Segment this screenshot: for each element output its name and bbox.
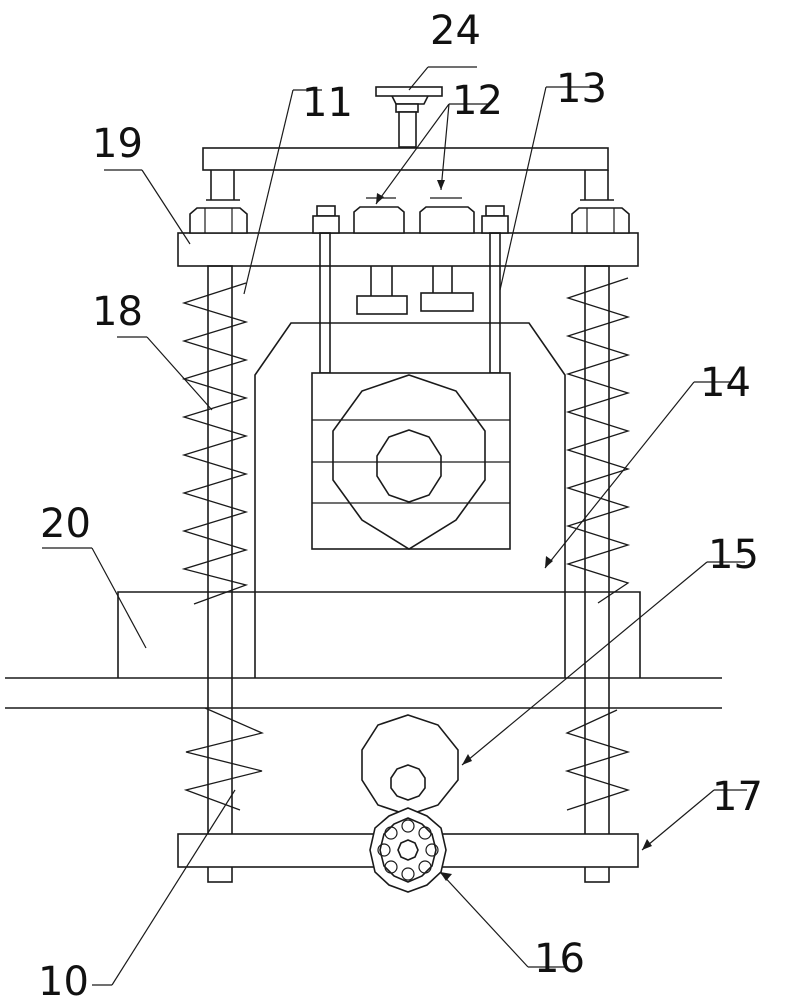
label-20: 20 bbox=[40, 501, 91, 547]
top-posts bbox=[206, 170, 614, 201]
top-plate-nuts bbox=[189, 197, 630, 234]
base-block bbox=[117, 591, 641, 678]
label-18: 18 bbox=[92, 289, 143, 335]
springs bbox=[181, 277, 631, 811]
label-15: 15 bbox=[708, 532, 759, 578]
guide-rods bbox=[207, 265, 610, 883]
label-13: 13 bbox=[556, 66, 607, 112]
label-11: 11 bbox=[302, 80, 353, 126]
adjusting-screws bbox=[356, 266, 474, 315]
label-14: 14 bbox=[700, 360, 751, 406]
main-frame bbox=[254, 322, 566, 678]
roller-15 bbox=[361, 714, 459, 816]
handle-assembly bbox=[375, 86, 443, 148]
leader-lines bbox=[42, 66, 747, 986]
arrowheads bbox=[376, 180, 652, 881]
top-plate bbox=[177, 232, 639, 267]
label-19: 19 bbox=[92, 121, 143, 167]
rails bbox=[5, 677, 722, 709]
gear-16 bbox=[369, 807, 447, 893]
label-12: 12 bbox=[452, 78, 503, 124]
label-24: 24 bbox=[430, 8, 481, 54]
clamp-block bbox=[311, 372, 511, 550]
top-bar bbox=[202, 147, 609, 171]
part-labels: 24 11 12 13 19 18 14 20 15 17 16 10 bbox=[38, 8, 763, 1000]
label-16: 16 bbox=[534, 936, 585, 982]
label-17: 17 bbox=[712, 774, 763, 820]
label-10: 10 bbox=[38, 959, 89, 1000]
